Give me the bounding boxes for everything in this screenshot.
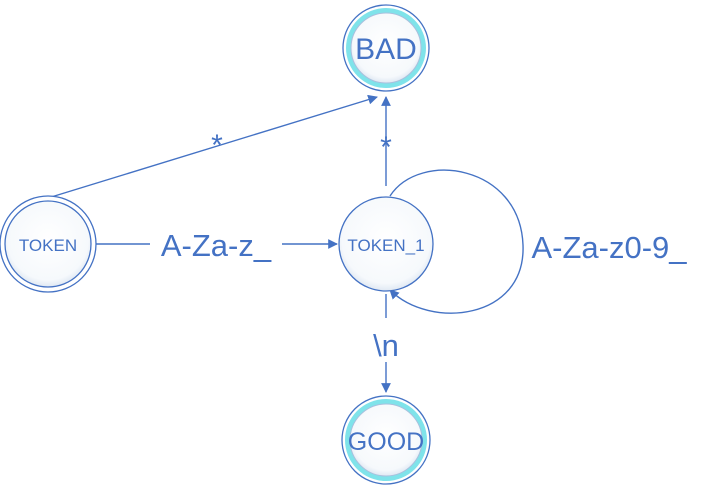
node-bad[interactable]: BAD	[342, 4, 430, 92]
node-token[interactable]: TOKEN	[0, 195, 97, 293]
node-good[interactable]: GOOD	[341, 395, 431, 485]
edge-label-token1-to-good: \n	[373, 328, 399, 363]
node-token-label: TOKEN	[19, 236, 77, 255]
edge-label-token-to-token1: A-Za-z_	[161, 228, 272, 263]
node-good-label: GOOD	[348, 428, 424, 456]
edge-label-token-to-bad: *	[211, 129, 223, 162]
edge-token-to-bad	[47, 94, 378, 199]
node-token1-label: TOKEN_1	[347, 236, 424, 255]
edge-token1-self-loop	[389, 169, 524, 314]
edge-label-token1-self: A-Za-z0-9_	[531, 230, 687, 265]
edge-label-token1-to-bad: *	[380, 131, 392, 164]
node-bad-label: BAD	[355, 33, 417, 66]
node-token1[interactable]: TOKEN_1	[338, 196, 434, 292]
